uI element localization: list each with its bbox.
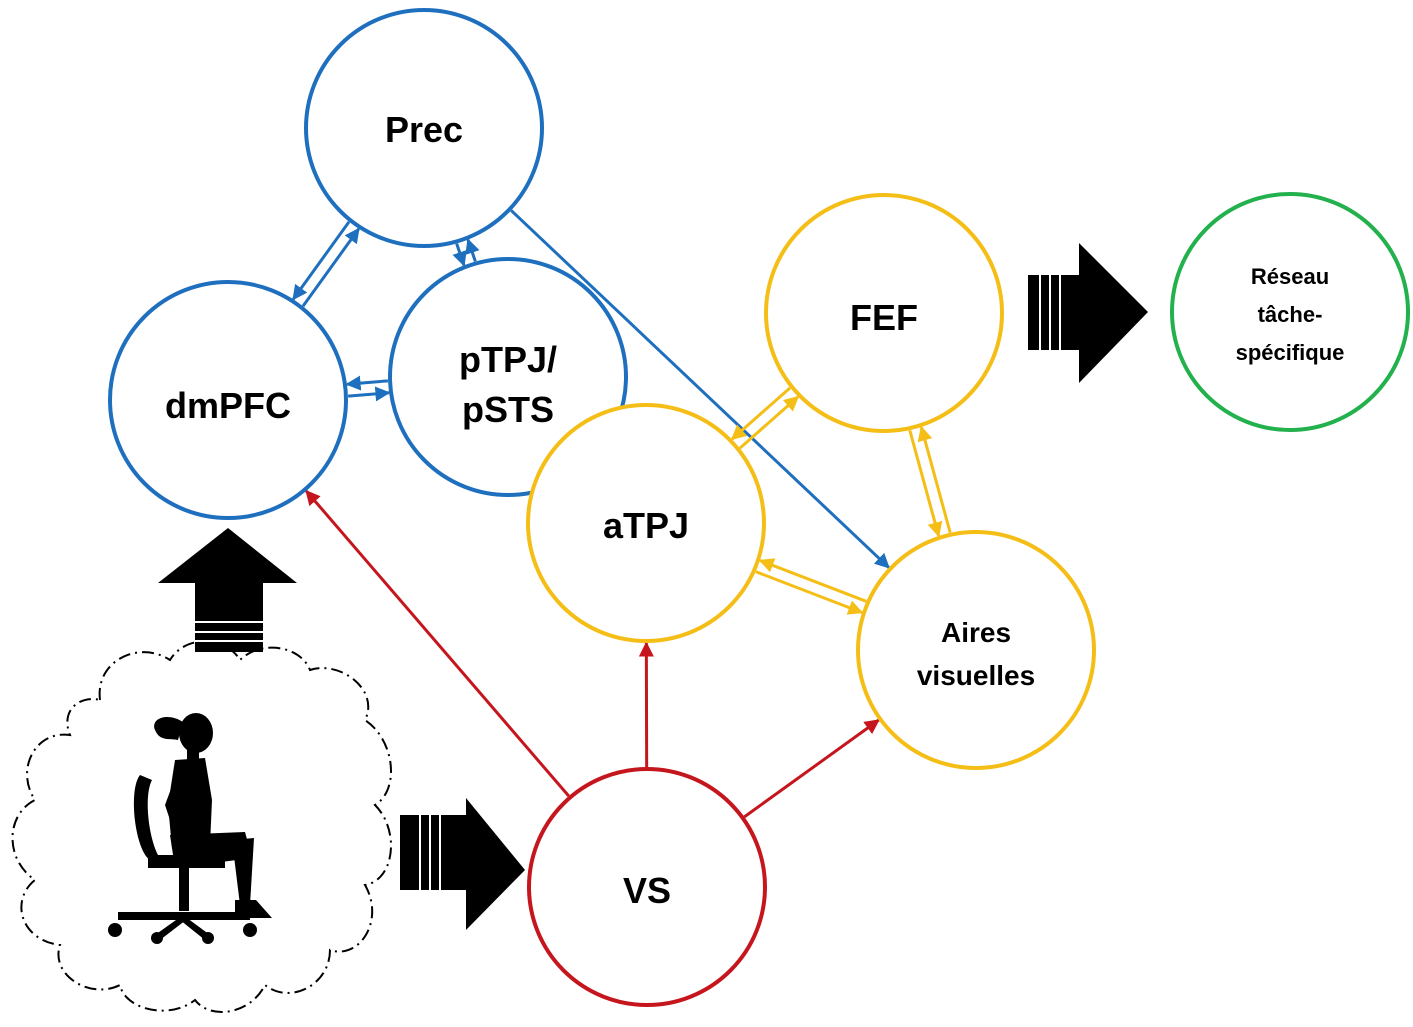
seated-person-silhouette bbox=[108, 713, 272, 944]
node-ptpj-label-line1: pTPJ/ bbox=[459, 339, 557, 380]
node-aires-visuelles: Aires visuelles bbox=[856, 530, 1096, 770]
edge-prec-aires bbox=[510, 209, 890, 569]
node-atpj: aTPJ bbox=[526, 403, 766, 643]
edge-prec-dmpfc-backward bbox=[301, 227, 360, 308]
node-vs-label: VS bbox=[623, 870, 671, 911]
edge-prec-ptpj-backward bbox=[465, 238, 480, 262]
edge-dmpfc-ptpj-forward bbox=[347, 386, 391, 402]
node-aires-label-line1: Aires bbox=[941, 617, 1011, 648]
node-aires-label-line2: visuelles bbox=[917, 660, 1035, 691]
edge-atpj-aires-forward bbox=[755, 570, 864, 615]
edge-atpj-fef-forward bbox=[738, 395, 800, 450]
node-fef: FEF bbox=[764, 193, 1004, 433]
node-vs: VS bbox=[527, 767, 767, 1007]
edge-atpj-aires-backward bbox=[758, 558, 867, 603]
edge-fef-aires-backward bbox=[917, 425, 952, 534]
node-reseau-tache-specifique: Réseau tâche- spécifique bbox=[1170, 192, 1410, 432]
node-reseau-label-line3: spécifique bbox=[1236, 340, 1345, 365]
edge-dmpfc-ptpj-backward bbox=[345, 375, 389, 391]
edge-atpj-fef-backward bbox=[730, 386, 792, 441]
block-arrow-right-to-task-network bbox=[1028, 243, 1148, 383]
edge-vs-aires bbox=[743, 718, 880, 819]
edges-layer bbox=[292, 209, 952, 819]
node-reseau-label-line1: Réseau bbox=[1251, 264, 1329, 289]
node-fef-label: FEF bbox=[850, 297, 918, 338]
node-reseau-label-line2: tâche- bbox=[1258, 302, 1323, 327]
edge-fef-aires-forward bbox=[908, 429, 943, 538]
node-dmpfc-label: dmPFC bbox=[165, 385, 291, 426]
node-dmpfc: dmPFC bbox=[108, 280, 348, 520]
node-prec: Prec bbox=[304, 8, 544, 248]
edge-prec-ptpj-forward bbox=[452, 243, 467, 267]
node-ptpj-label-line2: pSTS bbox=[462, 389, 554, 430]
block-arrow-up-to-dmpfc bbox=[158, 528, 297, 652]
node-atpj-label: aTPJ bbox=[603, 505, 689, 546]
block-arrow-right-to-vs bbox=[400, 798, 525, 930]
node-prec-label: Prec bbox=[385, 109, 463, 150]
edge-vs-dmpfc bbox=[305, 489, 570, 798]
edge-prec-dmpfc-forward bbox=[292, 220, 351, 301]
